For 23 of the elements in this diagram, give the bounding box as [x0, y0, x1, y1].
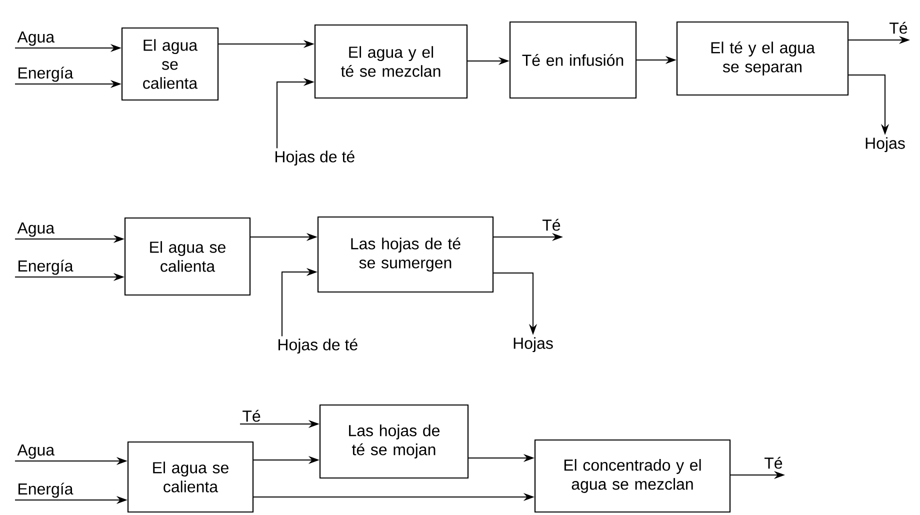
process-box: Té en infusión [509, 21, 637, 99]
input-label: Energía [18, 260, 74, 275]
input-label: Hojas de té [276, 150, 354, 166]
input-label: Energía [18, 482, 74, 498]
output-label: Té [890, 22, 908, 34]
input-label: Agua [17, 444, 55, 459]
input-label: Energía [18, 66, 74, 82]
process-box: El agua se calienta [127, 441, 254, 513]
process-box: El té y el agua se separan [676, 21, 849, 96]
output-label: Té [764, 456, 782, 469]
process-box: El agua y el té se mezclan [314, 24, 468, 99]
input-label: Agua [17, 222, 55, 237]
process-box: El agua se calienta [121, 27, 219, 101]
process-box: Las hojas de té se mojan [319, 404, 469, 479]
input-label: Hojas de té [278, 338, 358, 354]
process-box: El agua se calienta [124, 217, 251, 296]
output-label: Hojas [514, 337, 553, 352]
process-box: El concentrado y el agua se mezclan [534, 439, 731, 513]
input-label: Té [242, 410, 260, 422]
output-label: Té [542, 218, 560, 231]
input-label: Agua [17, 31, 55, 46]
output-label: Hojas [866, 137, 905, 152]
process-box: Las hojas de té se sumergen [317, 216, 494, 293]
